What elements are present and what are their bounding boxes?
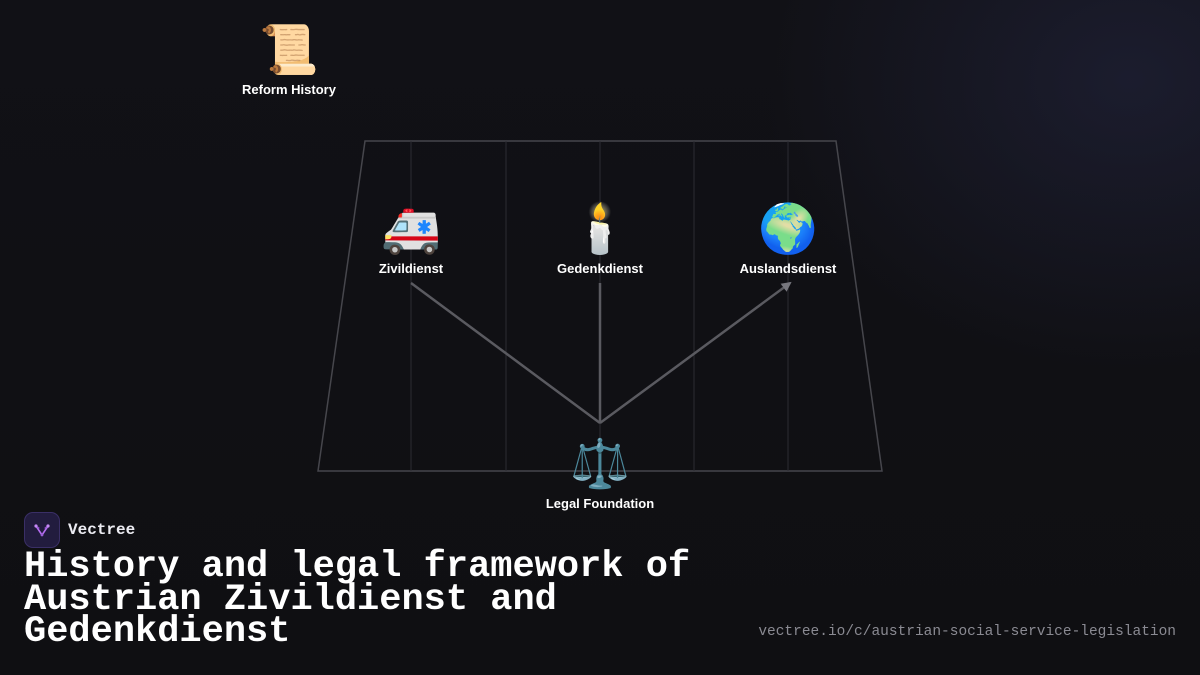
scales-icon: ⚖️ [570, 436, 630, 492]
node-gedenkdienst[interactable]: 🕯️ Gedenkdienst [520, 201, 680, 276]
ambulance-icon: 🚑 [381, 201, 441, 257]
scroll-icon: 📜 [259, 22, 319, 78]
stage-trapezoid [317, 140, 883, 472]
node-label: Auslandsdienst [739, 261, 837, 276]
node-zivildienst[interactable]: 🚑 Zivildienst [331, 201, 491, 276]
node-label: Gedenkdienst [557, 261, 643, 276]
edge-legal-to-auslandsdienst [599, 281, 792, 425]
globe-icon: 🌍 [758, 201, 818, 257]
source-url[interactable]: vectree.io/c/austrian-social-service-leg… [758, 624, 1176, 640]
node-label: Legal Foundation [545, 496, 655, 511]
node-legal-foundation[interactable]: ⚖️ Legal Foundation [520, 436, 680, 511]
brand: Vectree [24, 512, 135, 548]
node-reform-history[interactable]: 📜 Reform History [209, 22, 369, 97]
page-title: History and legal framework of Austrian … [24, 546, 691, 653]
node-label: Zivildienst [378, 261, 444, 276]
candle-icon: 🕯️ [570, 201, 630, 257]
edge-legal-to-zivildienst [410, 281, 601, 425]
node-label: Reform History [242, 82, 336, 97]
vectree-logo-icon [24, 512, 60, 548]
node-auslandsdienst[interactable]: 🌍 Auslandsdienst [708, 201, 868, 276]
brand-name: Vectree [68, 521, 136, 539]
